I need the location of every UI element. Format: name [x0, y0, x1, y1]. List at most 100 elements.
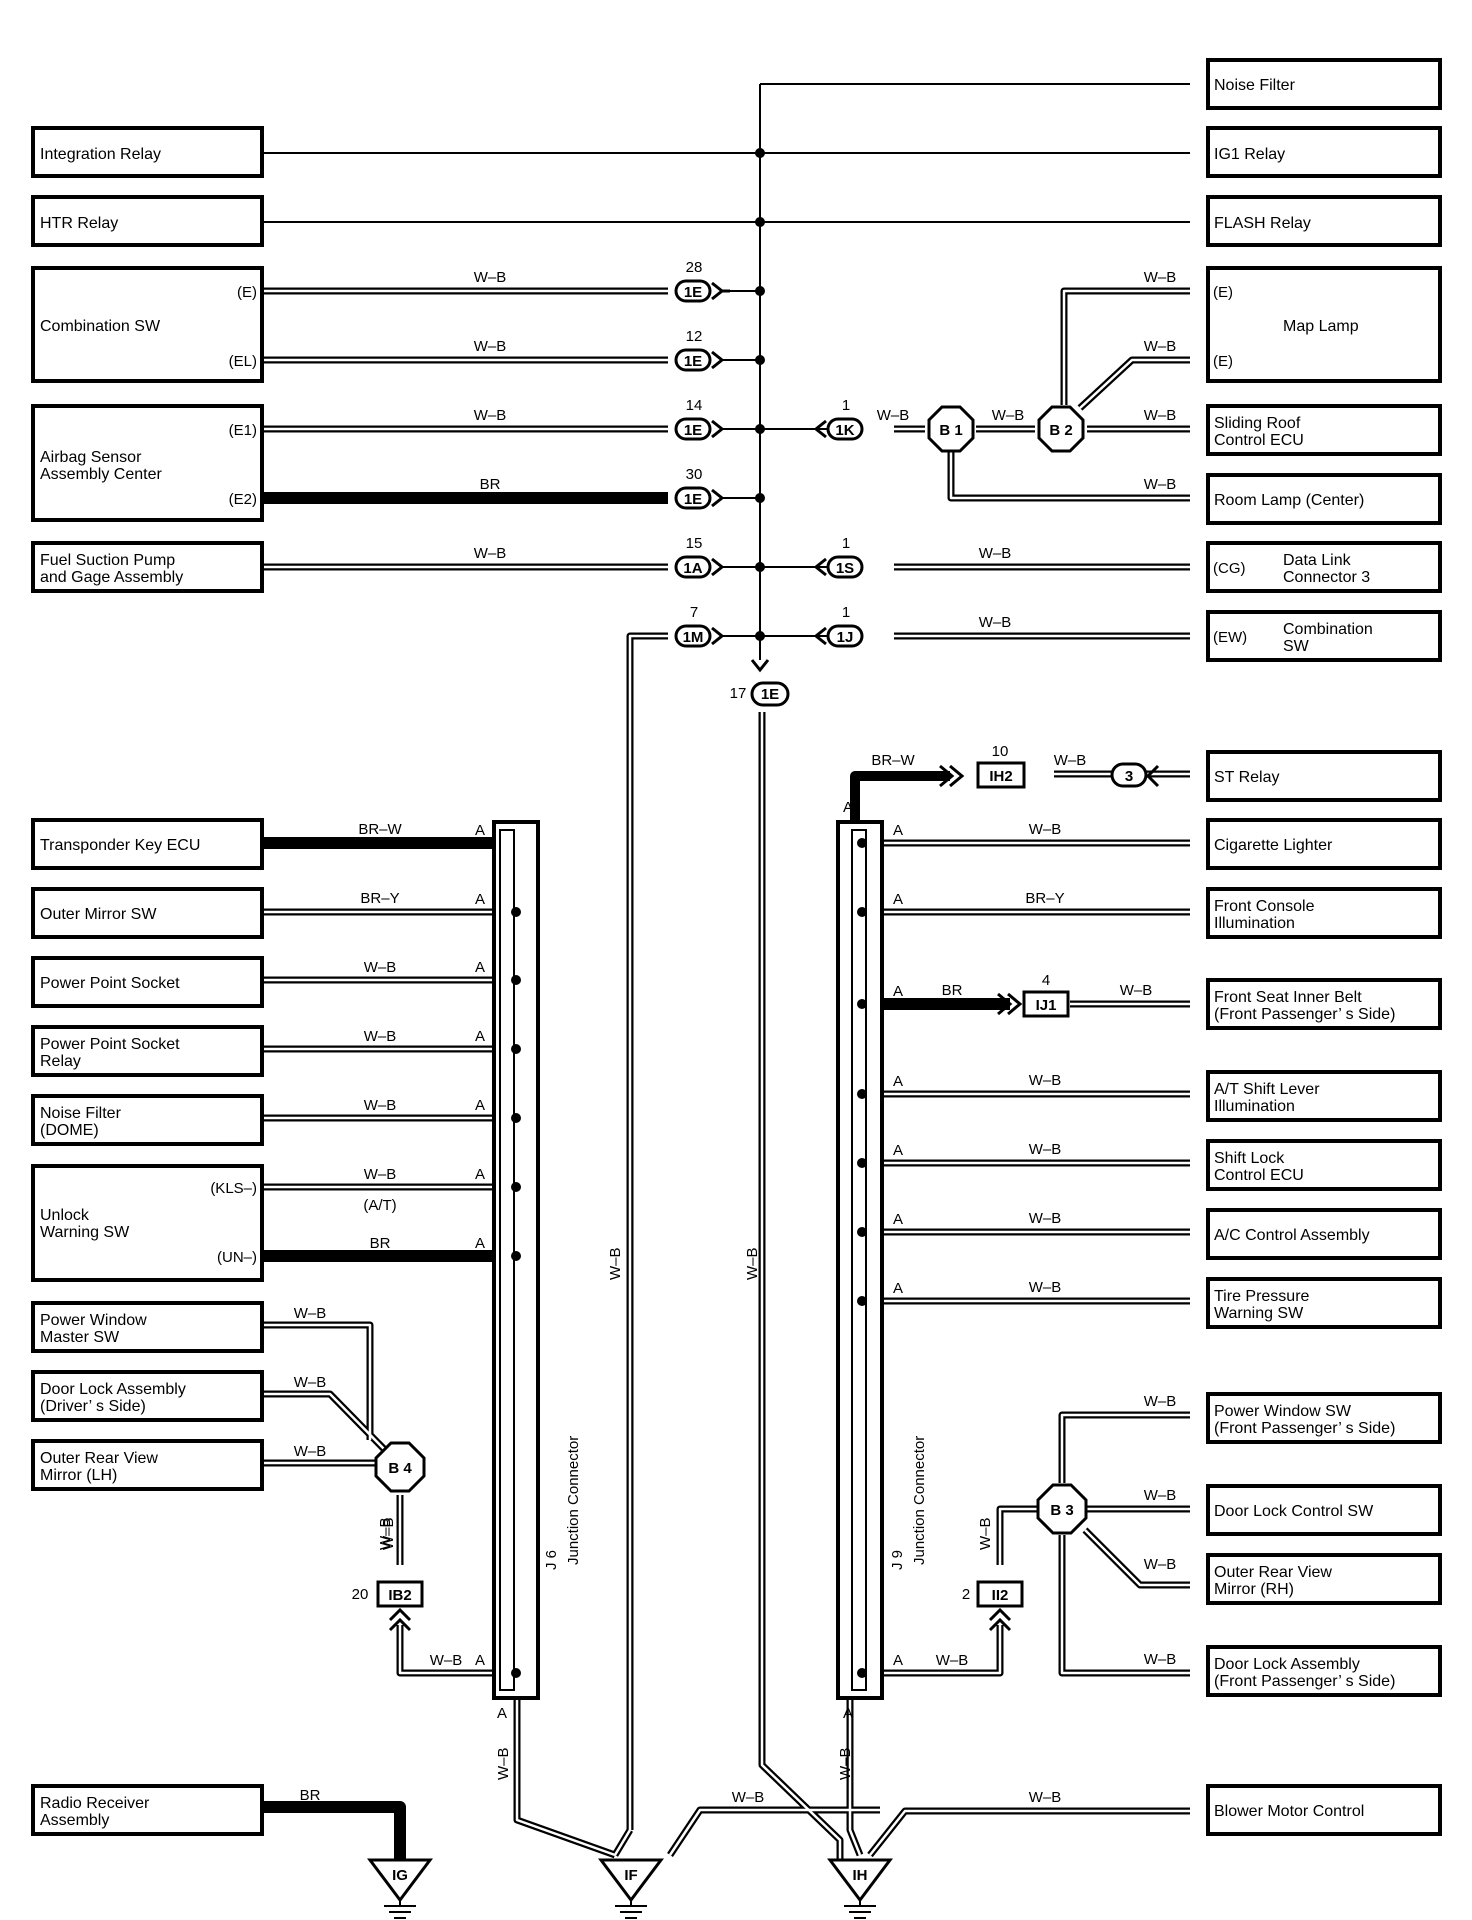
junction-b2: B 2: [1037, 405, 1085, 453]
svg-text:W–B: W–B: [1054, 752, 1087, 769]
svg-text:1S: 1S: [836, 560, 854, 577]
svg-text:Outer Mirror SW: Outer Mirror SW: [40, 906, 157, 923]
component-power-point-socket: Power Point Socket: [31, 956, 264, 1008]
component-tire-pressure: Tire Pressure Warning SW: [1206, 1277, 1442, 1329]
svg-text:Control ECU: Control ECU: [1214, 432, 1304, 449]
st-relay-area: BR–W 10 IH2 W–B 3: [871, 743, 1160, 789]
svg-text:IG1 Relay: IG1 Relay: [1214, 146, 1285, 163]
svg-text:W–B: W–B: [977, 1517, 994, 1550]
svg-text:W–B: W–B: [744, 1247, 761, 1280]
svg-text:(DOME): (DOME): [40, 1122, 99, 1139]
svg-text:W–B: W–B: [1144, 1556, 1177, 1573]
junction-connector-j6: A A A A A A A A A J 6 Junction Connector: [475, 820, 582, 1722]
connectors-top: 28 1E 12 1E 14 1E 30 1E 15 1A: [674, 259, 864, 707]
connector-7-1m: 7 1M: [674, 604, 725, 648]
svg-text:20: 20: [352, 1586, 369, 1603]
svg-text:Relay: Relay: [40, 1053, 81, 1070]
svg-text:(EW): (EW): [1213, 629, 1247, 646]
svg-text:A: A: [475, 1652, 485, 1669]
component-flash-relay: FLASH Relay: [1206, 195, 1442, 247]
svg-text:15: 15: [686, 535, 703, 552]
svg-text:IH2: IH2: [989, 768, 1012, 785]
connector-1-1s: 1 1S: [813, 535, 864, 579]
svg-text:W–B: W–B: [364, 1166, 397, 1183]
svg-text:Sliding Roof: Sliding Roof: [1214, 415, 1301, 432]
svg-text:BR: BR: [942, 982, 963, 999]
svg-text:A: A: [475, 1166, 485, 1183]
svg-text:(Front Passenger’ s Side): (Front Passenger’ s Side): [1214, 1673, 1395, 1690]
connector-ij1: 4 IJ1: [997, 972, 1070, 1018]
svg-text:A/T Shift Lever: A/T Shift Lever: [1214, 1081, 1320, 1098]
component-noise-filter-dome: Noise Filter (DOME): [31, 1094, 264, 1146]
wire-brw-st: [850, 771, 950, 820]
svg-text:W–B: W–B: [1144, 1393, 1177, 1410]
svg-text:Front Console: Front Console: [1214, 898, 1315, 915]
svg-text:A: A: [475, 959, 485, 976]
component-combination-sw: Combination SW (E) (EL): [31, 266, 264, 383]
svg-text:Assembly: Assembly: [40, 1812, 109, 1829]
svg-text:W–B: W–B: [936, 1652, 969, 1669]
svg-text:(UN–): (UN–): [217, 1249, 257, 1266]
svg-text:W–B: W–B: [1029, 1279, 1062, 1296]
svg-text:Door Lock Control SW: Door Lock Control SW: [1214, 1503, 1374, 1520]
svg-text:Combination: Combination: [1283, 621, 1373, 638]
svg-text:A: A: [843, 799, 853, 816]
junction-connector-j9: A A A A A A A A A A J 9 Junction Connect…: [836, 799, 928, 1722]
svg-text:Master SW: Master SW: [40, 1329, 120, 1346]
svg-text:B 1: B 1: [939, 422, 962, 439]
svg-text:1K: 1K: [835, 422, 854, 439]
svg-text:17: 17: [730, 685, 747, 702]
svg-text:W–B: W–B: [1029, 1210, 1062, 1227]
wire-br-radio: [263, 1801, 406, 1860]
svg-text:A: A: [475, 1028, 485, 1045]
svg-text:Fuel Suction Pump: Fuel Suction Pump: [40, 552, 175, 569]
component-door-lock-driver: Door Lock Assembly (Driver’ s Side): [31, 1370, 264, 1422]
svg-text:W–B: W–B: [979, 545, 1012, 562]
svg-text:W–B: W–B: [474, 545, 507, 562]
svg-text:W–B: W–B: [607, 1247, 624, 1280]
connector-28-1e: 28 1E: [674, 259, 730, 303]
component-cigarette-lighter: Cigarette Lighter: [1206, 818, 1442, 870]
svg-text:(E): (E): [237, 284, 257, 301]
svg-text:FLASH Relay: FLASH Relay: [1214, 215, 1311, 232]
svg-text:Illumination: Illumination: [1214, 915, 1295, 932]
svg-text:1E: 1E: [684, 422, 702, 439]
svg-text:ST Relay: ST Relay: [1214, 769, 1280, 786]
svg-text:12: 12: [686, 328, 703, 345]
svg-text:W–B: W–B: [1144, 407, 1177, 424]
svg-text:Connector 3: Connector 3: [1283, 569, 1370, 586]
component-room-lamp: Room Lamp (Center): [1206, 473, 1442, 525]
junction-b4: B 4: [374, 1441, 426, 1493]
svg-text:Power Point Socket: Power Point Socket: [40, 1036, 180, 1053]
component-unlock-warning-sw: Unlock Warning SW (KLS–) (UN–): [31, 1164, 264, 1282]
svg-text:(E): (E): [1213, 284, 1233, 301]
svg-text:Cigarette Lighter: Cigarette Lighter: [1214, 837, 1333, 854]
svg-text:Tire Pressure: Tire Pressure: [1214, 1288, 1310, 1305]
svg-text:IH: IH: [853, 1867, 868, 1884]
connector-12-1e: 12 1E: [674, 328, 725, 372]
svg-text:Blower Motor Control: Blower Motor Control: [1214, 1803, 1364, 1820]
component-integration-relay: Integration Relay: [31, 126, 264, 178]
component-htr-relay: HTR Relay: [31, 195, 264, 247]
svg-text:Control ECU: Control ECU: [1214, 1167, 1304, 1184]
svg-text:7: 7: [690, 604, 698, 621]
component-door-lock-control: Door Lock Control SW: [1206, 1484, 1442, 1536]
svg-text:A: A: [893, 1652, 903, 1669]
component-outer-rear-mirror-rh: Outer Rear View Mirror (RH): [1206, 1553, 1442, 1605]
svg-text:II2: II2: [992, 1587, 1009, 1604]
svg-text:BR–Y: BR–Y: [360, 890, 399, 907]
svg-text:Combination SW: Combination SW: [40, 318, 161, 335]
connector-17-1e: 17 1E: [730, 659, 790, 707]
svg-text:(EL): (EL): [229, 353, 257, 370]
connector-15-1a: 15 1A: [674, 535, 725, 579]
svg-text:B 3: B 3: [1050, 1502, 1073, 1519]
wire-labels-right: W–B BR–Y BR W–B W–B W–B W–B W–B W–B W–B …: [380, 821, 1176, 1806]
svg-text:IF: IF: [624, 1867, 637, 1884]
svg-text:W–B: W–B: [294, 1374, 327, 1391]
component-combination-sw-right: (EW) Combination SW: [1206, 610, 1442, 662]
junction-b1: B 1: [927, 405, 975, 453]
svg-text:W–B: W–B: [1144, 269, 1177, 286]
svg-text:Unlock: Unlock: [40, 1207, 90, 1224]
component-pw-front-pass: Power Window SW (Front Passenger’ s Side…: [1206, 1392, 1442, 1444]
